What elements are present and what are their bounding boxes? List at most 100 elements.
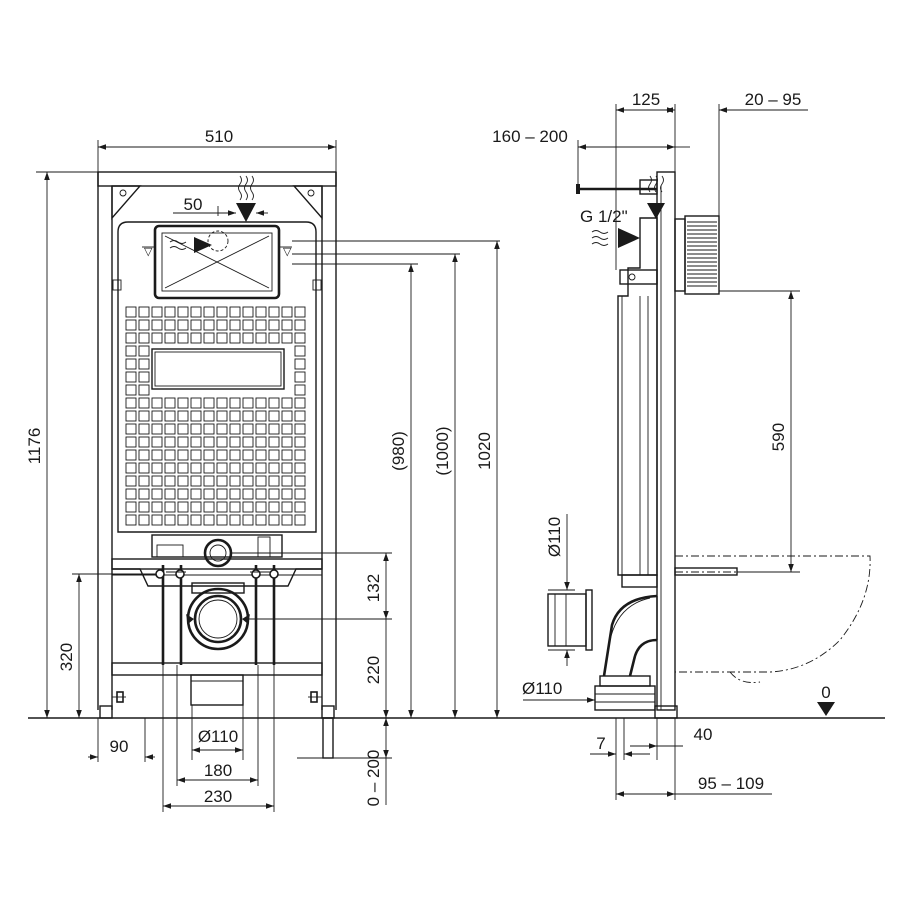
insulation-tile bbox=[190, 514, 202, 526]
insulation-tile bbox=[281, 462, 293, 474]
insulation-tile bbox=[203, 488, 215, 500]
insulation-tile bbox=[242, 436, 254, 448]
insulation-tile bbox=[229, 488, 241, 500]
insulation-tile bbox=[190, 501, 202, 513]
insulation-tile bbox=[268, 436, 280, 448]
front-view: ▽ ▽ bbox=[25, 127, 500, 812]
insulation-tile bbox=[255, 397, 267, 409]
insulation-tile bbox=[294, 514, 306, 526]
insulation-tile bbox=[177, 462, 189, 474]
insulation-tile bbox=[255, 475, 267, 487]
insulation-tile bbox=[294, 462, 306, 474]
insulation-tile bbox=[125, 410, 137, 422]
insulation-tile bbox=[190, 397, 202, 409]
insulation-tile bbox=[138, 514, 150, 526]
insulation-tile bbox=[177, 332, 189, 344]
insulation-tile bbox=[203, 462, 215, 474]
insulation-tile bbox=[216, 488, 228, 500]
insulation-tile bbox=[216, 475, 228, 487]
insulation-tile bbox=[281, 423, 293, 435]
dim-95-109: 95 – 109 bbox=[698, 774, 764, 793]
insulation-tile bbox=[203, 423, 215, 435]
insulation-tile bbox=[294, 449, 306, 461]
insulation-tile bbox=[281, 475, 293, 487]
insulation-tile bbox=[177, 306, 189, 318]
insulation-tile bbox=[177, 436, 189, 448]
insulation-tile bbox=[242, 501, 254, 513]
insulation-tile bbox=[164, 501, 176, 513]
insulation-tile bbox=[229, 462, 241, 474]
insulation-tile bbox=[255, 436, 267, 448]
insulation-tile bbox=[294, 358, 306, 370]
insulation-tile bbox=[151, 423, 163, 435]
insulation-tile bbox=[164, 319, 176, 331]
insulation-tile bbox=[164, 410, 176, 422]
floor-level-marker bbox=[817, 702, 835, 716]
insulation-tile bbox=[203, 397, 215, 409]
insulation-tile bbox=[242, 397, 254, 409]
insulation-tile bbox=[216, 306, 228, 318]
insulation-tile bbox=[229, 514, 241, 526]
insulation-tile bbox=[216, 501, 228, 513]
insulation-tile bbox=[151, 319, 163, 331]
insulation-tile bbox=[151, 462, 163, 474]
insulation-tile bbox=[125, 319, 137, 331]
insulation-tile bbox=[138, 358, 150, 370]
insulation-tile bbox=[281, 436, 293, 448]
insulation-tile bbox=[229, 423, 241, 435]
insulation-tile bbox=[216, 423, 228, 435]
insulation-tile bbox=[268, 475, 280, 487]
floor-level-label: 0 bbox=[821, 683, 830, 702]
insulation-tile bbox=[268, 319, 280, 331]
insulation-tile bbox=[190, 475, 202, 487]
insulation-tile bbox=[164, 423, 176, 435]
insulation-tile bbox=[151, 410, 163, 422]
insulation-tile bbox=[294, 384, 306, 396]
front-pipe-connection-upper bbox=[203, 538, 233, 568]
insulation-tile bbox=[229, 501, 241, 513]
dim-connector-diameter: Ø110 bbox=[545, 517, 564, 557]
insulation-tile bbox=[216, 449, 228, 461]
dim-flush-offset: 50 bbox=[184, 195, 203, 214]
insulation-tile bbox=[190, 332, 202, 344]
insulation-tile bbox=[138, 475, 150, 487]
insulation-tile bbox=[190, 488, 202, 500]
insulation-tile bbox=[125, 475, 137, 487]
insulation-tile bbox=[294, 501, 306, 513]
insulation-tile bbox=[164, 397, 176, 409]
svg-text:▽: ▽ bbox=[283, 246, 292, 258]
insulation-tile bbox=[177, 475, 189, 487]
insulation-tile bbox=[281, 332, 293, 344]
dim-230: 230 bbox=[204, 787, 232, 806]
front-drain-pipe bbox=[186, 587, 250, 651]
insulation-tile bbox=[138, 501, 150, 513]
insulation-tile bbox=[190, 462, 202, 474]
insulation-tile bbox=[203, 514, 215, 526]
insulation-tile bbox=[255, 501, 267, 513]
insulation-tile bbox=[138, 488, 150, 500]
dim-125: 125 bbox=[632, 90, 660, 109]
insulation-tile bbox=[294, 371, 306, 383]
insulation-tile bbox=[164, 462, 176, 474]
wc-fixing-rod bbox=[674, 567, 738, 576]
insulation-tile bbox=[294, 436, 306, 448]
dim-1000: (1000) bbox=[433, 426, 452, 475]
insulation-tile bbox=[268, 462, 280, 474]
insulation-tile bbox=[125, 501, 137, 513]
side-drain-elbow bbox=[602, 594, 658, 677]
insulation-tile bbox=[203, 319, 215, 331]
insulation-tile bbox=[242, 514, 254, 526]
insulation-tile bbox=[125, 371, 137, 383]
side-cistern-profile bbox=[617, 217, 658, 576]
insulation-tile bbox=[268, 488, 280, 500]
flush-actuator-box bbox=[684, 215, 720, 295]
pipe-connector bbox=[547, 593, 587, 647]
dim-590: 590 bbox=[769, 423, 788, 451]
insulation-tile bbox=[242, 410, 254, 422]
insulation-tile bbox=[151, 306, 163, 318]
dim-total-height: 1176 bbox=[25, 428, 44, 465]
insulation-tile bbox=[216, 319, 228, 331]
insulation-tile bbox=[177, 488, 189, 500]
insulation-tile bbox=[268, 514, 280, 526]
dim-1020: 1020 bbox=[475, 432, 494, 470]
